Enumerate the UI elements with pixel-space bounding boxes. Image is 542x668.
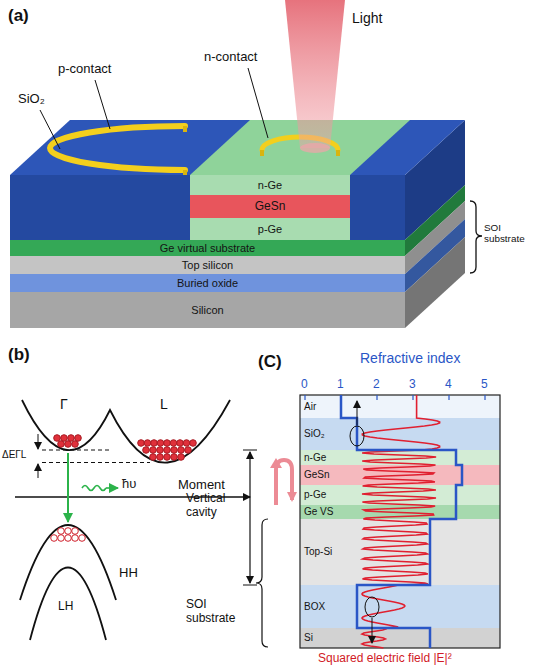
tick-label: 2 bbox=[373, 378, 380, 392]
layer-band: p-Ge bbox=[300, 485, 500, 505]
valley-label: L bbox=[160, 396, 168, 412]
layer-band: SiO₂ bbox=[300, 418, 500, 450]
bracket-label: SOI substrate bbox=[484, 222, 540, 245]
layer-band: Top-Si bbox=[300, 519, 500, 585]
layer-name: Buried oxide bbox=[177, 277, 238, 290]
layer-name: n-Ge bbox=[304, 452, 326, 464]
energy-label: ΔEΓL bbox=[2, 449, 26, 461]
tick-label: 5 bbox=[481, 378, 488, 392]
layer-name: Top silicon bbox=[182, 259, 233, 272]
panel-label: (C) bbox=[258, 352, 282, 372]
part-label: SiO₂ bbox=[18, 92, 45, 107]
substrate-layer: Top silicon bbox=[10, 256, 405, 274]
device-block bbox=[10, 0, 482, 328]
layer-name: n-Ge bbox=[258, 179, 282, 192]
layer-band: Si bbox=[300, 628, 500, 648]
substrate-layer: Silicon bbox=[10, 292, 405, 328]
layer-band: n-Ge bbox=[300, 450, 500, 465]
band-diagram bbox=[15, 400, 250, 640]
layer-name: Ge VS bbox=[304, 506, 333, 518]
layer-name: GeSn bbox=[304, 469, 330, 481]
substrate-layer: Buried oxide bbox=[10, 274, 405, 292]
bracket-label: Vertical cavity bbox=[186, 492, 246, 520]
light-label: Light bbox=[352, 10, 382, 26]
band-label: LH bbox=[58, 600, 73, 614]
layer-band: Air bbox=[300, 395, 500, 418]
layer-band: GeSn bbox=[300, 465, 500, 485]
valley-label: Γ bbox=[60, 396, 68, 412]
panel-label: (b) bbox=[8, 345, 30, 365]
band-label: HH bbox=[119, 566, 138, 581]
mesa-layer: GeSn bbox=[190, 195, 350, 218]
tick-label: 3 bbox=[409, 378, 416, 392]
layer-name: BOX bbox=[304, 601, 325, 613]
layer-name: p-Ge bbox=[258, 223, 282, 236]
part-label: p-contact bbox=[58, 62, 111, 77]
layer-name: Silicon bbox=[191, 304, 223, 317]
axis-label: Moment bbox=[178, 478, 225, 493]
part-label: n-contact bbox=[204, 50, 257, 65]
substrate-layer: Ge virtual substrate bbox=[10, 240, 405, 256]
layer-name: GeSn bbox=[255, 200, 286, 214]
bracket-label: SOI substrate bbox=[186, 598, 256, 626]
field-profile bbox=[243, 395, 500, 648]
tick-label: 4 bbox=[445, 378, 452, 392]
mesa-layer: n-Ge bbox=[190, 175, 350, 195]
layer-band: Ge VS bbox=[300, 505, 500, 519]
panel-label: (a) bbox=[8, 6, 29, 26]
tick-label: 1 bbox=[337, 378, 344, 392]
layer-name: Si bbox=[304, 632, 313, 644]
layer-name: Top-Si bbox=[304, 546, 332, 558]
layer-name: Ge virtual substrate bbox=[160, 242, 255, 255]
axis-title: Refractive index bbox=[360, 350, 460, 366]
layer-name: Air bbox=[304, 401, 316, 413]
layer-name: p-Ge bbox=[304, 489, 326, 501]
tick-label: 0 bbox=[301, 378, 308, 392]
layer-name: SiO₂ bbox=[304, 428, 325, 440]
axis-title: Squared electric field |E|² bbox=[318, 652, 452, 666]
photon-label: ħυ bbox=[122, 477, 136, 492]
layer-band: BOX bbox=[300, 585, 500, 628]
field-curve bbox=[362, 395, 440, 648]
mesa-layer: p-Ge bbox=[190, 218, 350, 240]
